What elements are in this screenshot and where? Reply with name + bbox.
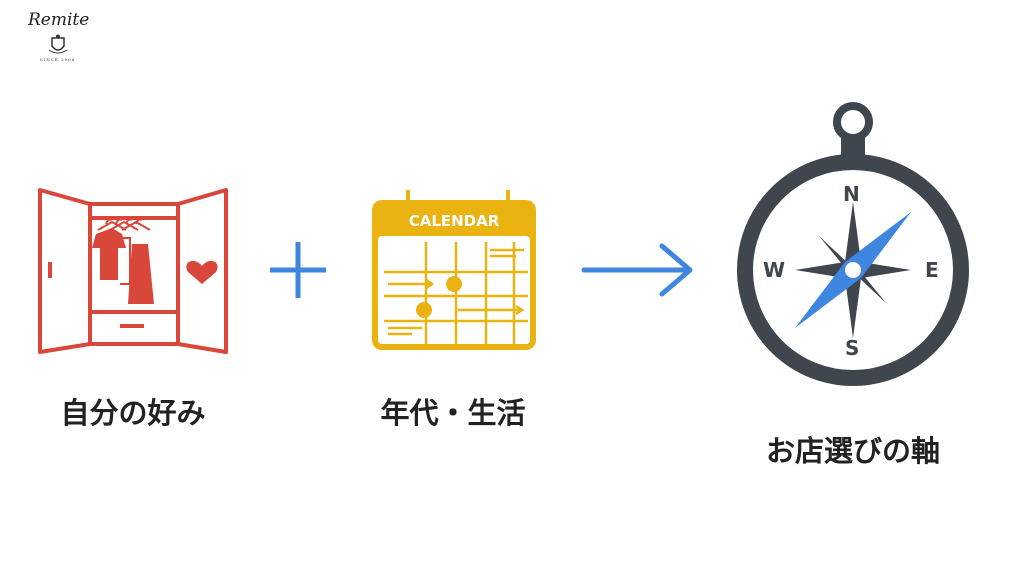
compass-south: S	[845, 336, 860, 360]
calendar-icon: CALENDAR	[366, 186, 542, 356]
wardrobe-icon	[38, 188, 228, 354]
label-preference: 自分の好み	[60, 396, 206, 430]
crest-icon	[48, 34, 68, 54]
logo-name: Remite	[28, 10, 90, 30]
label-age-lifestyle: 年代・生活	[380, 396, 526, 430]
logo-tagline: SINCE 2006	[40, 57, 76, 62]
compass-east: E	[925, 258, 939, 282]
compass-west: W	[763, 258, 786, 282]
compass-icon: N E S W	[733, 100, 973, 390]
label-shop-axis: お店選びの軸	[765, 434, 941, 468]
plus-icon	[270, 242, 326, 298]
compass-north: N	[843, 182, 860, 206]
arrow-right-icon	[581, 243, 693, 297]
calendar-text: CALENDAR	[408, 212, 500, 230]
